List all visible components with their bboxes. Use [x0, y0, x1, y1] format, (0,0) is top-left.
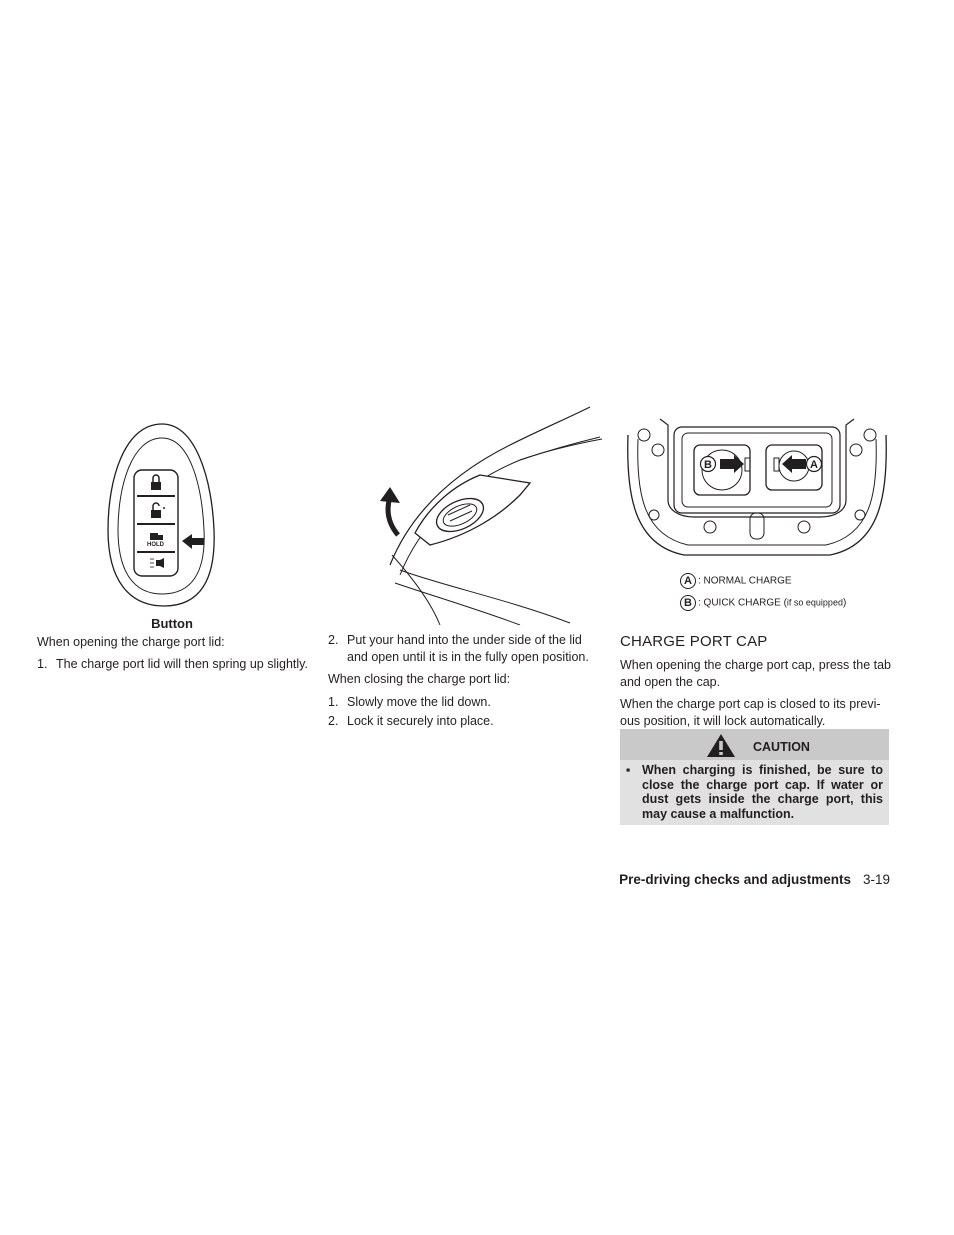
charge-port-lid-drawing: [380, 406, 603, 626]
marker-b: B: [704, 459, 712, 471]
list-item: 1. Slowly move the lid down.: [328, 694, 603, 711]
legend-quick-charge: B: QUICK CHARGE (if so equipped): [680, 595, 846, 611]
opening-steps-list: 1. The charge port lid will then spring …: [37, 656, 312, 679]
step-text: Lock it securely into place.: [347, 714, 494, 728]
step-number: 2.: [328, 633, 339, 647]
footer-section-title: Pre-driving checks and adjustments: [619, 872, 851, 887]
page-number: 3-19: [862, 872, 890, 887]
list-item: 2. Put your hand into the under side of …: [328, 632, 603, 666]
page-footer: Pre-driving checks and adjustments 3-19: [619, 872, 890, 887]
section-title: CHARGE PORT CAP: [620, 633, 768, 650]
caution-title: CAUTION: [753, 740, 810, 754]
caution-header: CAUTION: [620, 729, 889, 760]
step-text: Slowly move the lid down.: [347, 695, 491, 709]
step-number: 1.: [328, 695, 339, 709]
closing-steps-list: 1. Slowly move the lid down. 2. Lock it …: [328, 694, 603, 736]
charge-port-cap-drawing: B A: [627, 418, 887, 556]
cap-opening-paragraph: When opening the charge port cap, press …: [620, 658, 892, 689]
figure-caption: Button: [151, 616, 193, 631]
legend-text-b-note: if so equipped: [786, 597, 843, 608]
opening-intro: When opening the charge port lid:: [37, 635, 225, 649]
key-fob-drawing: [107, 423, 215, 607]
hold-label: HOLD: [147, 542, 164, 548]
list-item: 1. The charge port lid will then spring …: [37, 656, 312, 673]
legend-text-a: : NORMAL CHARGE: [698, 575, 792, 587]
key-fob-illustration: [104, 420, 224, 610]
step-text: Put your hand into the under side of the…: [347, 633, 589, 664]
list-item: 2. Lock it securely into place.: [328, 713, 603, 730]
charge-port-lid-illustration: [370, 405, 605, 626]
caution-box: CAUTION ▪ When charging is finished, be …: [620, 729, 889, 825]
step-number: 1.: [37, 657, 48, 671]
legend-marker-b: B: [680, 595, 696, 611]
cap-closing-paragraph: When the charge port cap is closed to it…: [620, 697, 881, 728]
caution-item: ▪ When charging is finished, be sure to …: [626, 763, 883, 821]
legend-normal-charge: A: NORMAL CHARGE: [680, 573, 792, 589]
legend-text-b-close: ): [842, 597, 847, 609]
bullet-icon: ▪: [626, 763, 631, 777]
closing-intro: When closing the charge port lid:: [328, 672, 511, 686]
opening-steps-continued-list: 2. Put your hand into the under side of …: [328, 632, 603, 672]
warning-triangle-icon: [707, 734, 735, 757]
legend-marker-a: A: [680, 573, 696, 589]
marker-a: A: [810, 459, 818, 471]
step-number: 2.: [328, 714, 339, 728]
step-text: The charge port lid will then spring up …: [56, 657, 308, 671]
charge-port-cap-illustration: B A: [624, 405, 890, 570]
caution-text: When charging is finished, be sure to cl…: [642, 763, 883, 821]
legend-text-b: : QUICK CHARGE (: [698, 597, 787, 609]
